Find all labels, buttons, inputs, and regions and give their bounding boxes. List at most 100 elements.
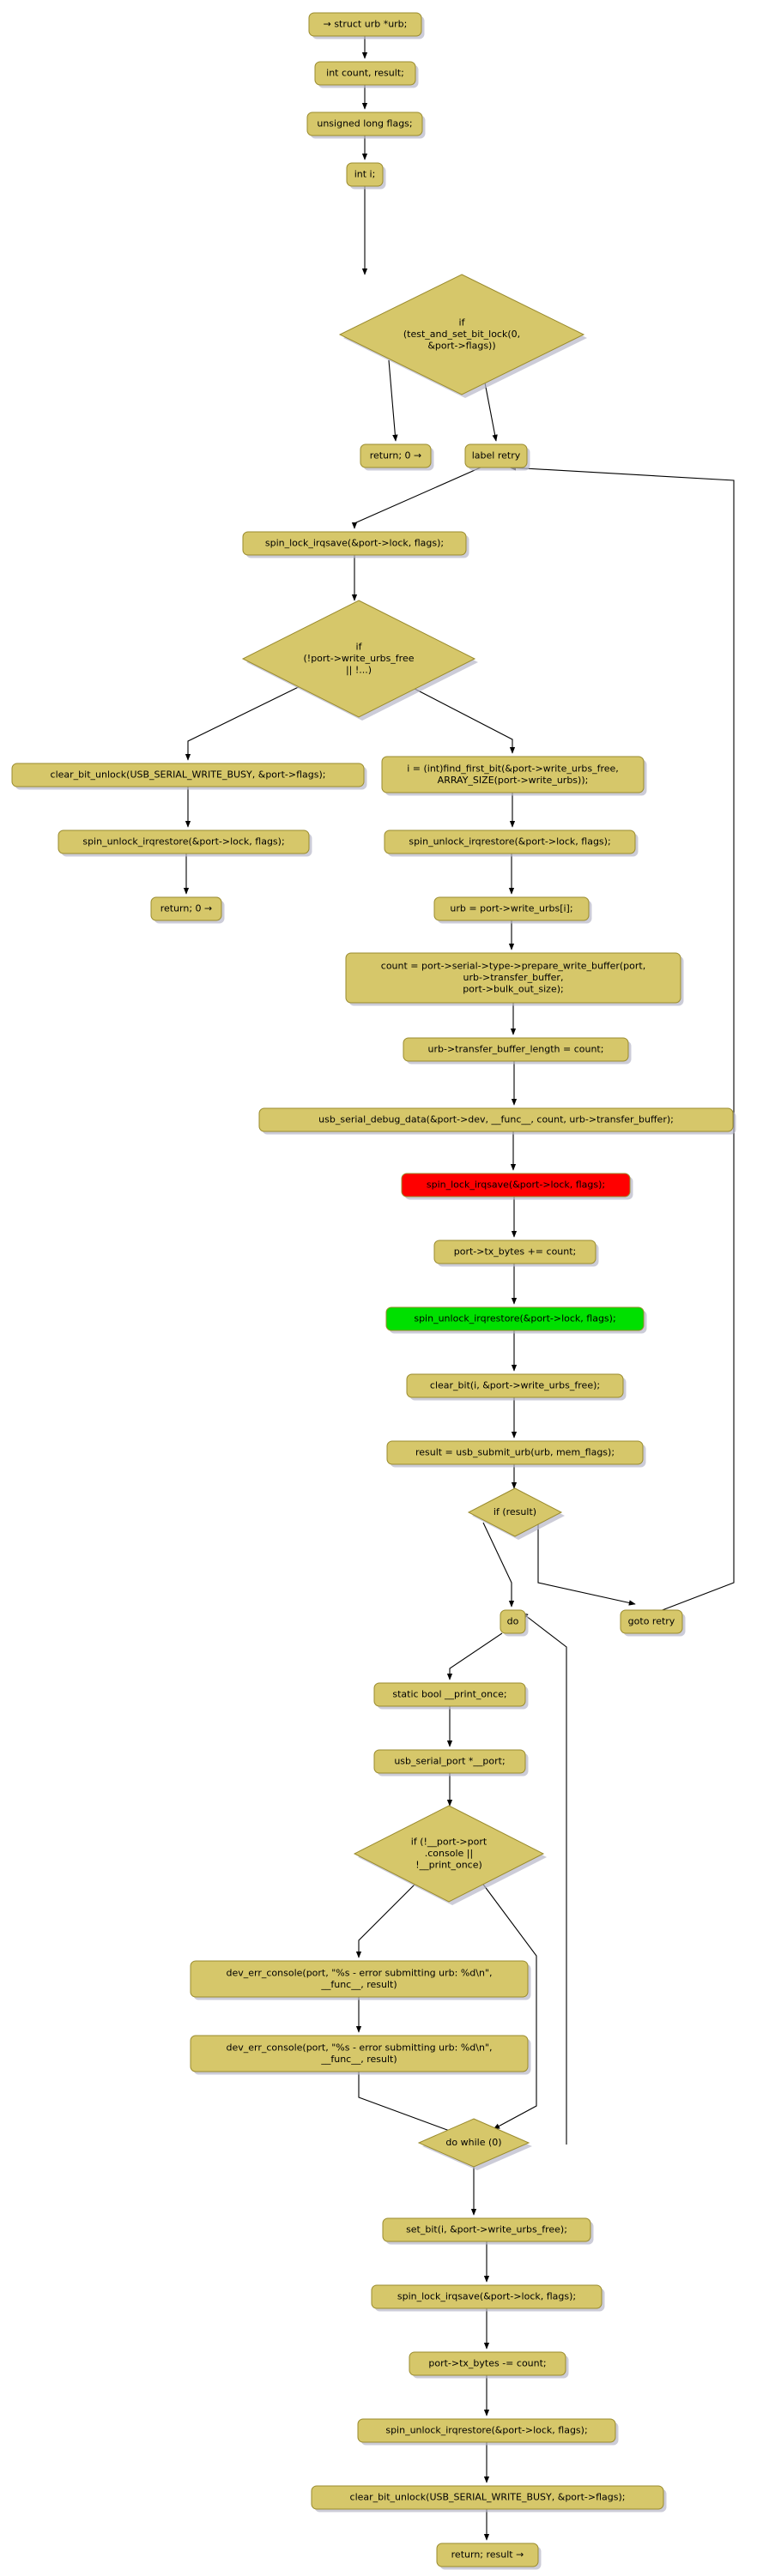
node-label: || !...): [346, 665, 372, 676]
node-label: .console ||: [425, 1848, 473, 1859]
node-label: spin_lock_irqsave(&port->lock, flags);: [427, 1179, 605, 1191]
flow-node-n29[interactable]: if (!__port->port.console ||!__print_onc…: [353, 1805, 547, 1905]
node-shape-rounded[interactable]: [346, 162, 384, 187]
node-label: port->tx_bytes += count;: [454, 1246, 577, 1258]
node-shape-rounded[interactable]: [242, 531, 467, 556]
node-shape-rounded[interactable]: [401, 1173, 631, 1198]
node-shape-rounded[interactable]: [384, 830, 636, 854]
flow-node-n12[interactable]: return; 0 →: [150, 896, 225, 924]
node-shape-diamond[interactable]: [241, 600, 476, 718]
flow-node-n10[interactable]: clear_bit_unlock(USB_SERIAL_WRITE_BUSY, …: [11, 763, 367, 790]
node-shape-rounded[interactable]: [500, 1609, 526, 1634]
node-label: port->tx_bytes -= count;: [428, 2358, 546, 2369]
node-shape-diamond[interactable]: [338, 274, 585, 395]
node-shape-rounded[interactable]: [357, 2418, 616, 2443]
node-label: port->bulk_out_size);: [463, 984, 563, 995]
node-shape-diamond[interactable]: [467, 1487, 563, 1537]
flow-node-n9[interactable]: if(!port->write_urbs_free|| !...): [241, 600, 478, 721]
node-shape-rounded[interactable]: [433, 1240, 596, 1264]
node-shape-rounded[interactable]: [381, 756, 645, 793]
node-shape-rounded[interactable]: [308, 12, 422, 37]
node-shape-rounded[interactable]: [360, 443, 432, 468]
node-shape-rounded[interactable]: [382, 2217, 591, 2242]
flow-node-n13[interactable]: i = (int)find_first_bit(&port->write_urb…: [381, 756, 647, 796]
flow-node-n11[interactable]: spin_unlock_irqrestore(&port->lock, flag…: [58, 830, 312, 857]
node-label: __func__, result): [320, 1979, 397, 1990]
node-label: → struct urb *urb;: [324, 19, 408, 30]
flow-node-n5[interactable]: if(test_and_set_bit_lock(0,&port->flags)…: [338, 274, 587, 398]
node-label: !__print_once): [415, 1860, 482, 1871]
node-shape-rounded[interactable]: [58, 830, 310, 854]
node-shape-rounded[interactable]: [373, 1682, 526, 1707]
flow-node-n35[interactable]: port->tx_bytes -= count;: [409, 2351, 569, 2379]
flow-edge: [355, 1878, 421, 1958]
flow-node-n20[interactable]: port->tx_bytes += count;: [433, 1240, 599, 1267]
edge-layer: [183, 36, 735, 2541]
flow-node-n4[interactable]: int i;: [346, 162, 386, 190]
node-label: int count, result;: [326, 68, 404, 79]
flow-node-n17[interactable]: urb->transfer_buffer_length = count;: [403, 1037, 632, 1065]
node-shape-rounded[interactable]: [150, 896, 222, 921]
node-shape-rounded[interactable]: [345, 952, 681, 1004]
flow-node-n37[interactable]: clear_bit_unlock(USB_SERIAL_WRITE_BUSY, …: [311, 2485, 667, 2513]
node-label: return; 0 →: [370, 450, 422, 462]
flow-node-n26[interactable]: goto retry: [620, 1609, 686, 1637]
node-shape-rounded[interactable]: [190, 2035, 529, 2072]
node-label: clear_bit(i, &port->write_urbs_free);: [430, 1380, 600, 1391]
node-shape-rounded[interactable]: [306, 112, 423, 136]
flow-edge: [388, 359, 398, 442]
node-label: spin_unlock_irqrestore(&port->lock, flag…: [414, 1313, 615, 1324]
flow-node-n22[interactable]: clear_bit(i, &port->write_urbs_free);: [406, 1373, 627, 1401]
flow-node-n33[interactable]: set_bit(i, &port->write_urbs_free);: [382, 2217, 594, 2245]
flow-node-n1[interactable]: → struct urb *urb;: [308, 12, 425, 39]
flow-node-n14[interactable]: spin_unlock_irqrestore(&port->lock, flag…: [384, 830, 639, 857]
node-shape-rounded[interactable]: [373, 1749, 526, 1774]
node-shape-diamond[interactable]: [417, 2118, 530, 2168]
flow-node-n7[interactable]: label retry: [464, 443, 530, 471]
node-shape-rounded[interactable]: [386, 1440, 644, 1465]
node-shape-rounded[interactable]: [258, 1107, 734, 1132]
node-label: if: [356, 642, 363, 653]
flow-node-n38[interactable]: return; result →: [436, 2543, 542, 2570]
node-shape-rounded[interactable]: [436, 2543, 539, 2567]
flow-node-n34[interactable]: spin_lock_irqsave(&port->lock, flags);: [371, 2284, 605, 2312]
flow-node-n30[interactable]: dev_err_console(port, "%s - error submit…: [190, 1960, 531, 2000]
node-shape-rounded[interactable]: [371, 2284, 603, 2309]
node-shape-rounded[interactable]: [314, 61, 416, 86]
flow-node-n24[interactable]: if (result): [467, 1487, 565, 1540]
flow-node-n15[interactable]: urb = port->write_urbs[i];: [433, 896, 592, 924]
flow-node-n31[interactable]: dev_err_console(port, "%s - error submit…: [190, 2035, 531, 2075]
flow-edge: [392, 677, 516, 754]
node-shape-rounded[interactable]: [11, 763, 365, 787]
node-shape-rounded[interactable]: [406, 1373, 624, 1398]
node-shape-rounded[interactable]: [311, 2485, 664, 2510]
node-shape-rounded[interactable]: [385, 1306, 645, 1331]
flow-node-n32[interactable]: do while (0): [417, 2118, 532, 2170]
flow-node-n19[interactable]: spin_lock_irqsave(&port->lock, flags);: [401, 1173, 633, 1200]
node-shape-rounded[interactable]: [190, 1960, 529, 1998]
flow-node-n23[interactable]: result = usb_submit_urb(urb, mem_flags);: [386, 1440, 646, 1468]
flow-node-n8[interactable]: spin_lock_irqsave(&port->lock, flags);: [242, 531, 469, 558]
node-shape-rounded[interactable]: [464, 443, 528, 468]
flow-node-n18[interactable]: usb_serial_debug_data(&port->dev, __func…: [258, 1107, 736, 1135]
node-shape-rounded[interactable]: [409, 2351, 566, 2376]
node-label: spin_lock_irqsave(&port->lock, flags);: [397, 2291, 576, 2302]
node-label: label retry: [472, 450, 521, 462]
node-shape-rounded[interactable]: [620, 1609, 683, 1634]
node-shape-rounded[interactable]: [433, 896, 590, 921]
flow-node-n6[interactable]: return; 0 →: [360, 443, 434, 471]
flow-node-n21[interactable]: spin_unlock_irqrestore(&port->lock, flag…: [385, 1306, 647, 1334]
flow-node-n3[interactable]: unsigned long flags;: [306, 112, 426, 139]
node-shape-rounded[interactable]: [403, 1037, 629, 1062]
flow-node-n27[interactable]: static bool __print_once;: [373, 1682, 529, 1710]
node-label: do: [507, 1616, 519, 1627]
node-shape-diamond[interactable]: [353, 1805, 545, 1903]
flow-node-n16[interactable]: count = port->serial->type->prepare_writ…: [345, 952, 684, 1006]
flow-node-n25[interactable]: do: [500, 1609, 529, 1637]
flow-node-n2[interactable]: int count, result;: [314, 61, 419, 88]
node-label: static bool __print_once;: [392, 1689, 506, 1700]
flow-node-n28[interactable]: usb_serial_port *__port;: [373, 1749, 529, 1777]
node-label: __func__, result): [320, 2054, 397, 2065]
flow-node-n36[interactable]: spin_unlock_irqrestore(&port->lock, flag…: [357, 2418, 619, 2446]
